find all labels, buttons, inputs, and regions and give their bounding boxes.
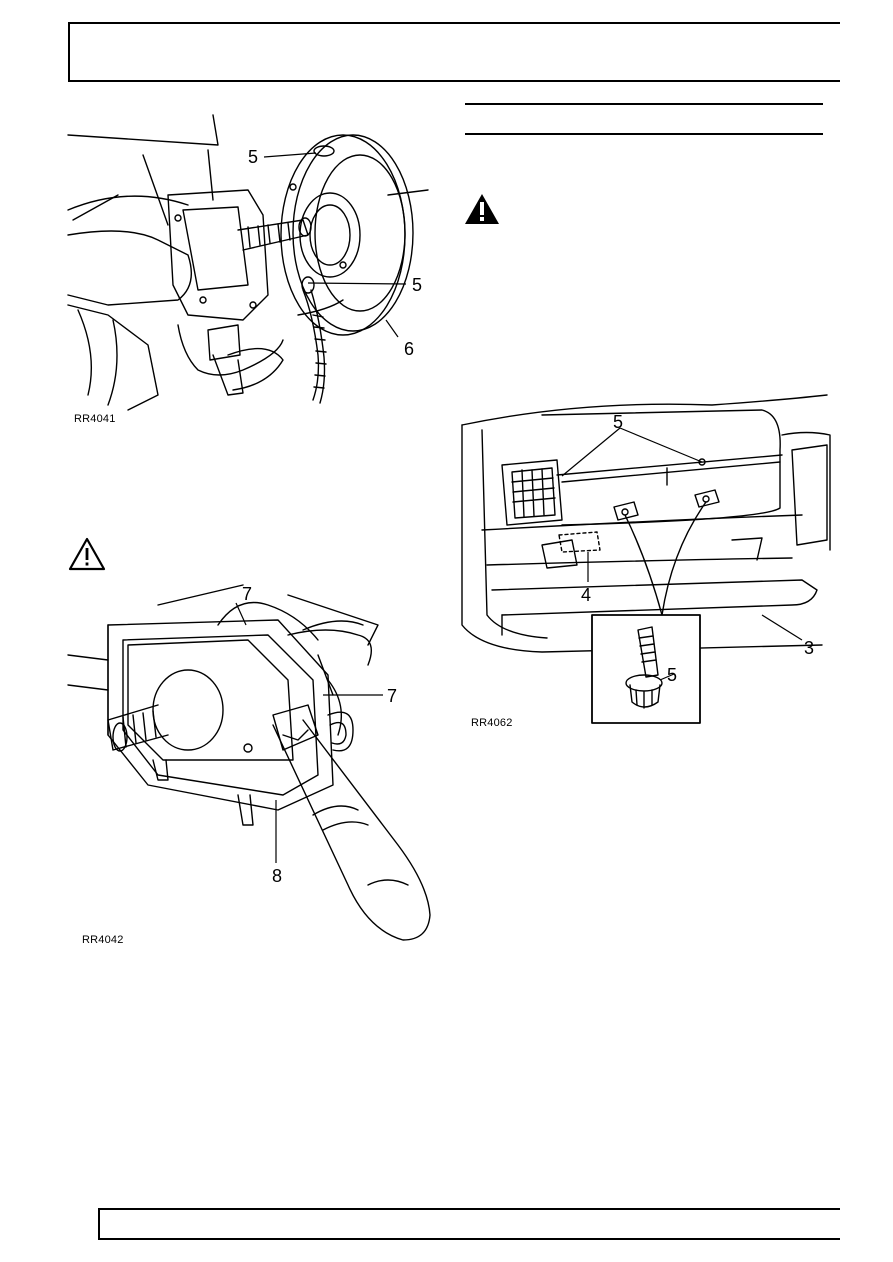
caution-triangle-outline-icon: [68, 537, 106, 571]
section-rule-top: [465, 103, 823, 105]
fig3-callout-3: 3: [804, 638, 814, 658]
fig3-callout-5-top: 5: [613, 412, 623, 432]
fig1-callout-6: 6: [404, 339, 414, 359]
fig1-callout-5b: 5: [412, 275, 422, 295]
fig2-callout-7b: 7: [387, 686, 397, 706]
page-footer-frame: [98, 1208, 840, 1240]
figure-code-rr4041: RR4041: [74, 413, 116, 425]
fig3-callout-4: 4: [581, 585, 591, 605]
figure-rotary-coupler: 5 5 6: [67, 114, 429, 411]
page-header-frame: [68, 22, 840, 82]
fig1-callout-5a: 5: [248, 147, 258, 167]
fig3-callout-5-inset: 5: [667, 665, 677, 685]
section-rule-bottom: [465, 133, 823, 135]
fig2-callout-8: 8: [272, 866, 282, 886]
figure-code-rr4042: RR4042: [82, 934, 124, 946]
figure-column-switch: 7 7 8: [67, 584, 431, 941]
figure-code-rr4062: RR4062: [471, 717, 513, 729]
warning-triangle-filled-icon: [465, 194, 499, 224]
figure-glovebox-fascia: 5 4 3 5: [461, 394, 831, 724]
fig2-callout-7a: 7: [242, 584, 252, 604]
